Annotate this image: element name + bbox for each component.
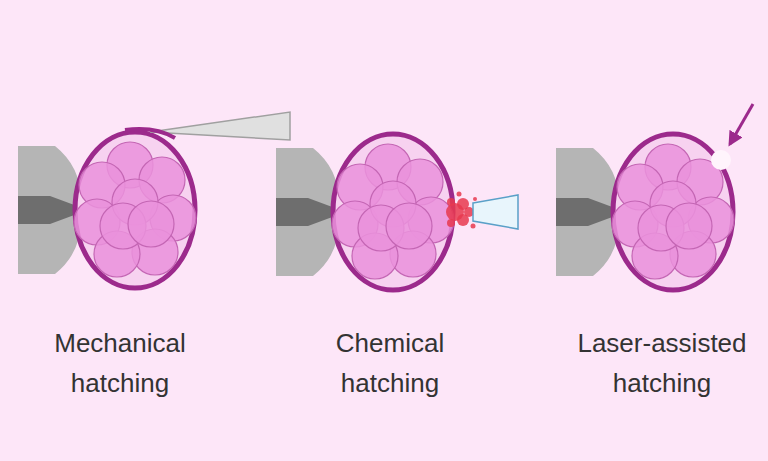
zona-pellucida: [613, 134, 733, 290]
blastomere: [386, 203, 432, 249]
pipette-channel: [18, 196, 77, 224]
pipette-channel: [276, 198, 335, 226]
acid-tyrode-drop: [447, 219, 455, 227]
method-label: Mechanical hatching: [25, 323, 215, 403]
embryo: [18, 112, 290, 288]
acid-tyrode-drop: [457, 192, 462, 197]
acid-tyrode-drop: [471, 224, 476, 229]
zona-pellucida: [75, 132, 195, 288]
embryo: [276, 134, 518, 290]
pipette-channel: [556, 198, 615, 226]
acid-tyrode-drop: [473, 197, 477, 201]
method-label: Chemical hatching: [295, 323, 485, 403]
blastomere: [666, 203, 712, 249]
embryo: [556, 104, 753, 290]
holding-pipette: [18, 146, 81, 274]
method-label: Laser-assisted hatching: [567, 323, 757, 403]
holding-pipette: [556, 148, 619, 276]
blastomere: [128, 201, 174, 247]
holding-pipette: [276, 148, 339, 276]
acid-tyrode-drop: [447, 198, 455, 206]
laser-hole: [711, 150, 731, 170]
zona-flap: [125, 129, 175, 138]
micro-pipette: [473, 195, 518, 229]
laser-arrow: [730, 104, 753, 144]
zona-pellucida: [333, 134, 453, 290]
